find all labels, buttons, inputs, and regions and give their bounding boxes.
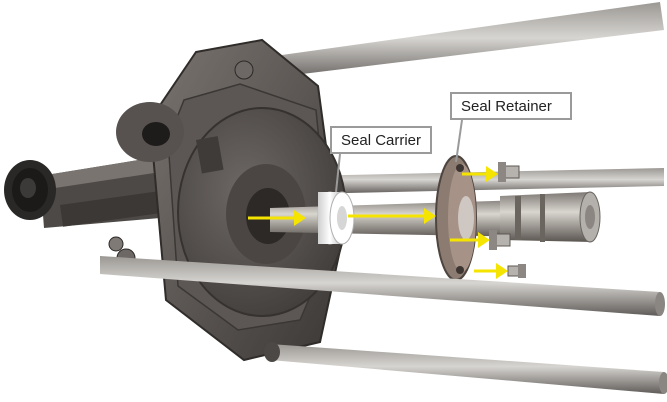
- boss-housing: [116, 102, 184, 162]
- yellow-arrow-icon: [248, 210, 306, 226]
- tie-rod-lower: [100, 256, 665, 316]
- yellow-arrow-icon: [348, 208, 436, 224]
- tie-rod-upper-right: [300, 168, 664, 194]
- tie-rod-upper: [232, 2, 664, 82]
- seal-retainer-flange: [435, 155, 477, 281]
- cap-screw-3: [507, 264, 526, 278]
- yellow-arrow-icon: [450, 232, 490, 248]
- seal-carrier-ring: [317, 191, 355, 245]
- seal-retainer-leader: [455, 119, 463, 163]
- tie-rod-bottom: [264, 342, 667, 394]
- cap-screw-1: [498, 162, 520, 182]
- yellow-arrow-icon: [474, 263, 508, 279]
- yellow-arrow-icon: [462, 166, 498, 182]
- coupling-end-cap: [4, 160, 56, 220]
- seal-carrier-label: Seal Carrier: [330, 126, 432, 154]
- seal-carrier-leader: [335, 153, 341, 193]
- cap-screw-2: [489, 230, 511, 250]
- seal-retainer-label: Seal Retainer: [450, 92, 572, 120]
